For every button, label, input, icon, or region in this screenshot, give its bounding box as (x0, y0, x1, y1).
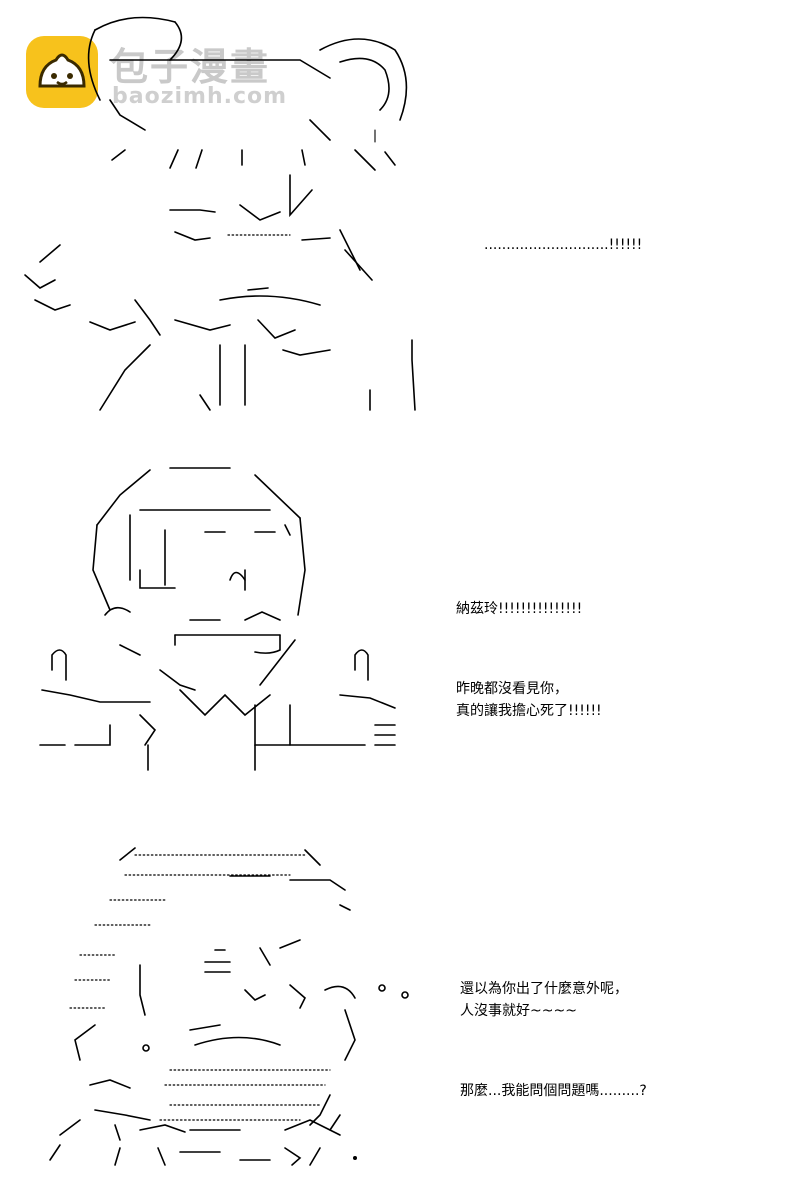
ascii-art-character-thumbs-up (39, 467, 396, 771)
dialogue-line-1: 還以為你出了什麼意外呢， 人沒事就好~~~~ (460, 981, 628, 1019)
dialogue-line-2: 昨晚都沒看見你， 真的讓我擔心死了!!!!!! (456, 681, 602, 719)
panel-2: 納茲玲!!!!!!!!!!!!!!! 昨晚都沒看見你， 真的讓我擔心死了!!!!… (0, 440, 800, 800)
bun-logo-icon (26, 36, 98, 108)
dialogue-line-2: 那麼...我能問個問題嗎.........? (460, 1083, 647, 1099)
dialogue-block: 還以為你出了什麼意外呢， 人沒事就好~~~~ 那麼...我能問個問題嗎.....… (460, 934, 647, 1160)
dialogue-text: ............................!!!!!! (484, 237, 643, 253)
dialogue-line-1: 納茲玲!!!!!!!!!!!!!!! (456, 601, 583, 617)
dialogue-block: 納茲玲!!!!!!!!!!!!!!! 昨晚都沒看見你， 真的讓我擔心死了!!!!… (456, 554, 602, 780)
watermark-url: baozimh.com (112, 84, 288, 109)
watermark: 包子漫畫 baozimh.com (26, 36, 326, 110)
panel-3: 還以為你出了什麼意外呢， 人沒事就好~~~~ 那麼...我能問個問題嗎.....… (0, 830, 800, 1200)
ascii-art-character-smiling (49, 847, 409, 1166)
ascii-art-character-shocked (24, 16, 416, 411)
panel-1: ............................!!!!!! (0, 0, 800, 430)
watermark-title: 包子漫畫 (110, 45, 271, 89)
